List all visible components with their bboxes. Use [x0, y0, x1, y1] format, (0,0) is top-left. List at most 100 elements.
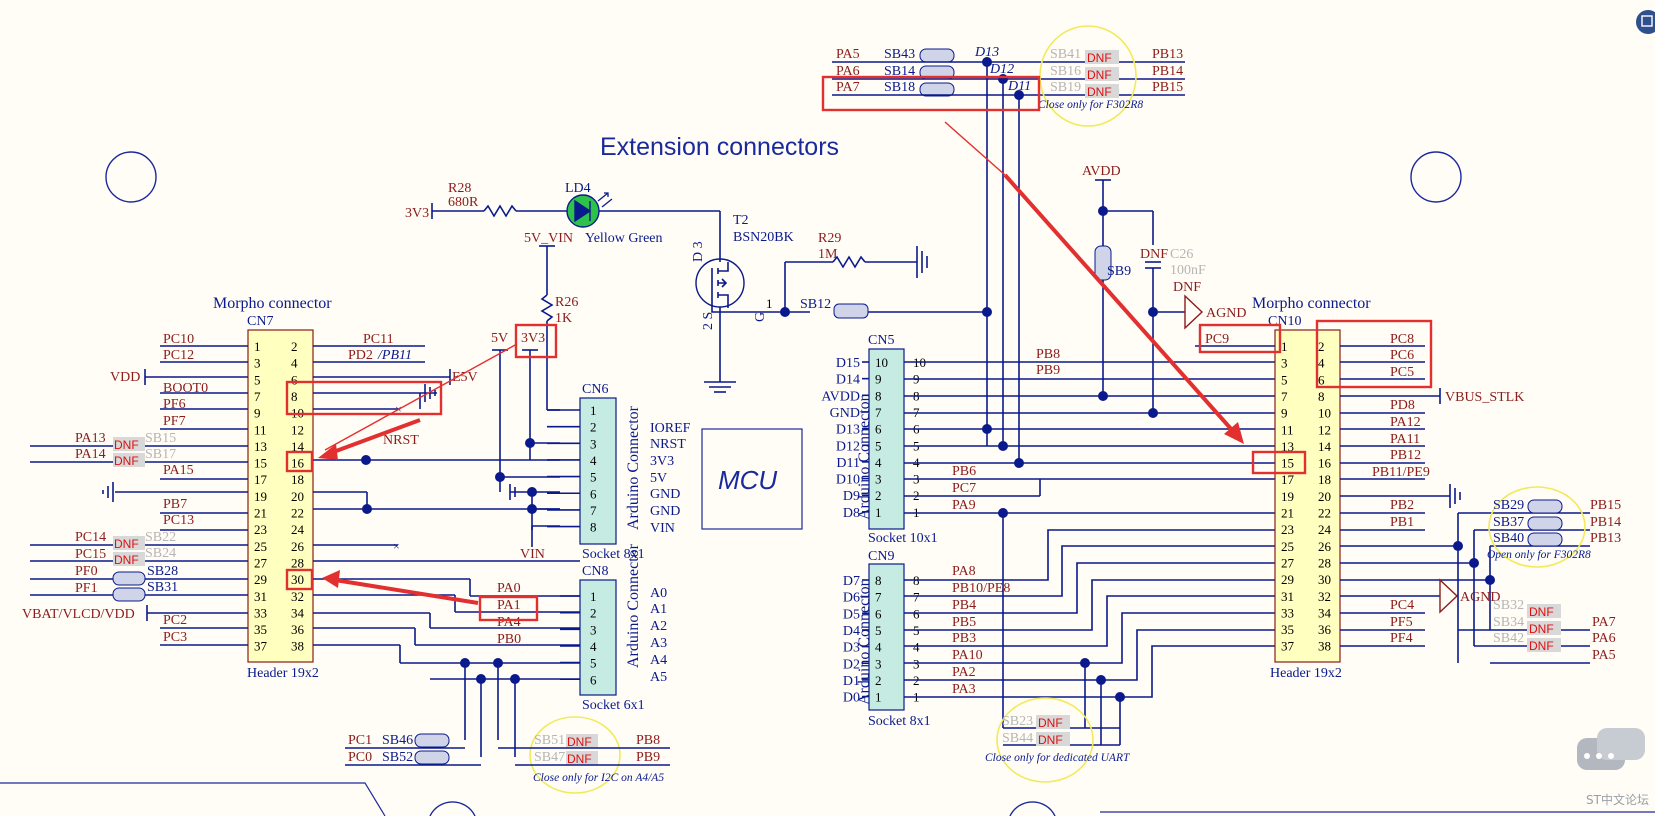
net-pc10: PC10 [163, 332, 194, 347]
pin-number: 15 [254, 456, 267, 471]
sb42-label: SB42 [1493, 631, 1524, 646]
net-boot0: BOOT0 [163, 381, 208, 396]
pin-number: 2 [590, 606, 597, 621]
mounting-hole-bottom-left [429, 801, 476, 816]
pin-number: 36 [291, 622, 305, 637]
pin-number: 8 [291, 389, 298, 404]
pin-number: 30 [1318, 572, 1331, 587]
pin-number: 16 [1318, 456, 1332, 471]
cn8-a3: A3 [650, 636, 667, 651]
pin-number: 8 [590, 520, 597, 535]
net-pa9: PA9 [952, 498, 976, 513]
net-pa0: PA0 [497, 581, 521, 596]
pin-label: D10 [836, 473, 860, 488]
net-pf5: PF5 [1390, 615, 1413, 630]
solder-bridge-sb29 [1527, 499, 1563, 514]
t2-pin-1: 1 [766, 296, 773, 311]
ground-symbol [1449, 484, 1461, 508]
pin-number: 6 [1318, 372, 1325, 387]
c26-val: 100nF [1170, 263, 1206, 278]
r29-val: 1M [818, 247, 838, 262]
sb22-label: SB22 [145, 530, 176, 545]
net-pa10: PA10 [952, 648, 983, 663]
ground-symbol [916, 246, 928, 278]
pin-number: 1 [254, 339, 261, 354]
mounting-hole-bottom-right [1009, 801, 1056, 816]
net-pb9: PB9 [1036, 363, 1060, 378]
dnf-box [1527, 604, 1561, 618]
cn9-side-label: Arduino Connector [856, 580, 873, 705]
cn9-footer: Socket 8x1 [868, 714, 931, 729]
watermark-text: ST中文论坛 [1586, 793, 1649, 807]
pin-number: 2 [590, 420, 597, 435]
net-pc0: PC0 [348, 750, 372, 765]
annotation-arrowhead [1224, 422, 1244, 444]
pin-number: 2 [875, 673, 882, 688]
pin-number: 31 [1281, 589, 1294, 604]
pin-label: D8 [843, 506, 860, 521]
cn8-a1: A1 [650, 602, 667, 617]
page-title: Extension connectors [600, 133, 839, 161]
dnf-label: DNF [567, 735, 592, 749]
sb14-label: SB14 [884, 64, 915, 79]
net-pc13: PC13 [163, 513, 194, 528]
note-f302: Close only for F302R8 [1038, 99, 1143, 111]
net-pb8: PB8 [1036, 347, 1060, 362]
cn6-gnd2: GND [650, 504, 680, 519]
cn5-side-label: Arduino Connector [856, 395, 873, 520]
pin-number: 21 [1281, 506, 1294, 521]
cn8-a0: A0 [650, 586, 667, 601]
mcu-label: MCU [718, 465, 777, 495]
sb18-label: SB18 [884, 80, 915, 95]
dnf-box [1036, 732, 1070, 746]
pin-label: AVDD [821, 389, 860, 404]
pin-number: 2 [291, 339, 298, 354]
sb19-label: SB19 [1050, 80, 1081, 95]
net-pb4: PB4 [952, 598, 976, 613]
net-pb11-alt: /PB11 [377, 348, 412, 363]
net-5v-vin: 5V_VIN [524, 231, 573, 246]
net-agnd: AGND [1206, 306, 1246, 321]
net-pa12: PA12 [1390, 415, 1421, 430]
pin-number: 3 [590, 622, 597, 637]
pin-number: 28 [1318, 555, 1331, 570]
pin-number: 34 [291, 605, 305, 620]
pin-label: D9 [843, 489, 860, 504]
forum-chat-icon [1577, 728, 1645, 770]
pin-number: 31 [254, 589, 267, 604]
dnf-box [1085, 84, 1119, 98]
net-pa8: PA8 [952, 564, 976, 579]
led-emit-icon [597, 192, 613, 208]
solder-bridge-sb52 [414, 750, 450, 765]
pin-number: 3 [590, 436, 597, 451]
pin-number: 4 [291, 356, 298, 371]
cn10-footer: Header 19x2 [1270, 666, 1342, 681]
sb23-label: SB23 [1002, 714, 1033, 729]
pin-number: 37 [254, 639, 268, 654]
pin-label: GND [830, 406, 860, 421]
highlight-circle [1488, 486, 1586, 568]
pin-number: 27 [254, 555, 268, 570]
pin-number: 10 [1318, 406, 1331, 421]
pin-number: 6 [291, 372, 298, 387]
pin-number: 9 [254, 406, 261, 421]
pin-number: 33 [254, 605, 267, 620]
net-pc15: PC15 [75, 547, 106, 562]
ground-symbol [509, 484, 516, 500]
net-pa3: PA3 [952, 682, 976, 697]
cn6-side-label: Arduino Connector [625, 405, 642, 530]
net-pf6: PF6 [163, 397, 186, 412]
pin-number: 36 [1318, 622, 1332, 637]
t2-pin-d: D 3 [691, 241, 706, 262]
dnf-label: DNF [1087, 68, 1112, 82]
pin-number: 8 [1318, 389, 1325, 404]
pin-number: 4 [875, 455, 882, 470]
pin-number: 7 [254, 389, 261, 404]
net-vdd: VDD [110, 370, 140, 385]
cn6-vin: VIN [650, 521, 675, 536]
sb44-label: SB44 [1002, 731, 1033, 746]
pin-label: D7 [843, 574, 860, 589]
